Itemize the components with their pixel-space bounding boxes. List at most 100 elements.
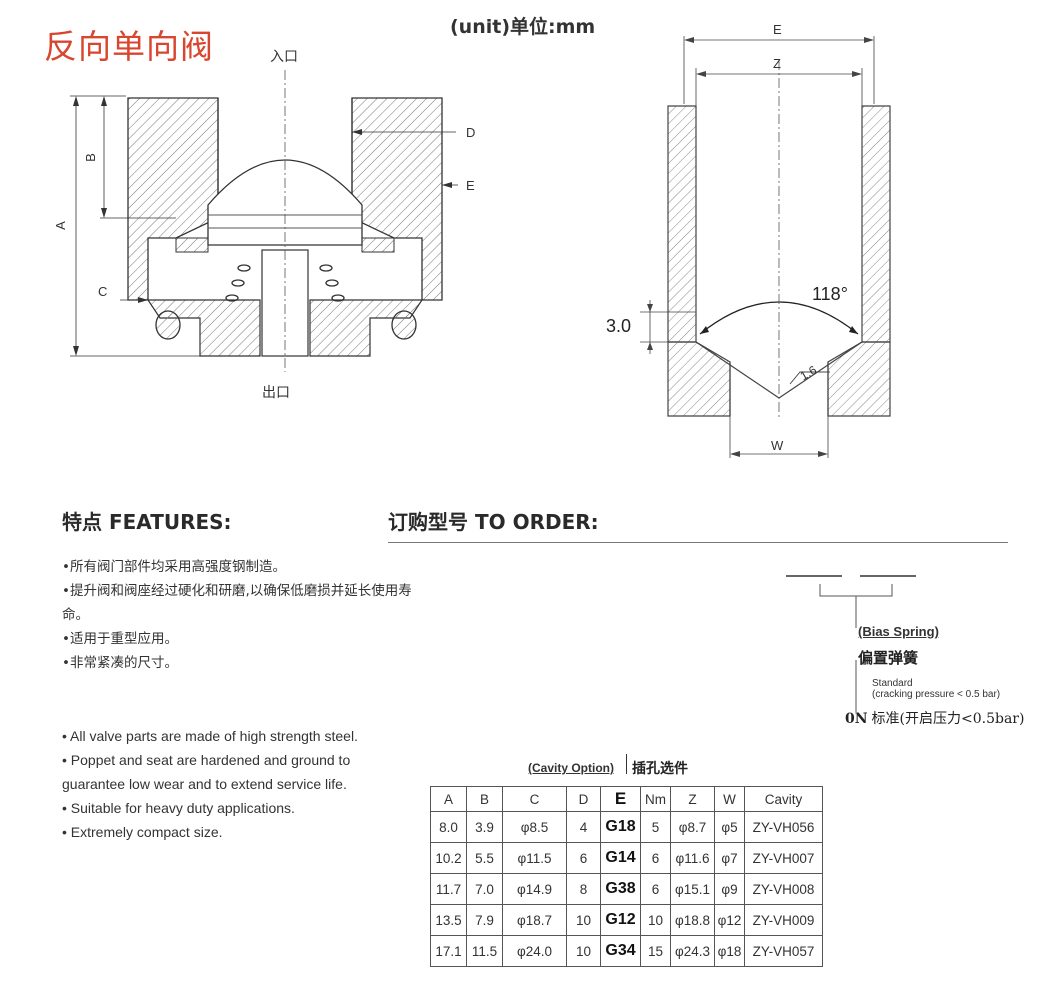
standard-pressure-label: (cracking pressure < 0.5 bar)	[872, 689, 1001, 700]
table-cell: φ7	[714, 842, 745, 874]
table-cell: φ24.3	[670, 935, 715, 967]
table-cell: 15	[640, 935, 671, 967]
cavity-dim-z-label: Z	[773, 56, 781, 71]
table-row: 8.0 3.9 φ8.5 4 G18 5 φ8.7 φ5 ZY-VH056	[430, 811, 823, 843]
table-cell: G34	[600, 935, 641, 967]
table-cell: G38	[600, 873, 641, 905]
features-list-cn: •所有阀门部件均采用高强度钢制造。 •提升阀和阀座经过硬化和研磨,以确保低磨损并…	[62, 555, 412, 675]
table-row: 17.1 11.5 φ24.0 10 G34 15 φ24.3 φ18 ZY-V…	[430, 935, 823, 967]
table-cell: ZY-VH057	[744, 935, 823, 967]
table-cell: φ11.6	[670, 842, 715, 874]
dim-e-label: E	[466, 178, 475, 193]
feature-item-en: • Poppet and seat are hardened and groun…	[62, 752, 351, 792]
cone-angle-label: 118°	[812, 284, 848, 304]
table-cell: G12	[600, 904, 641, 936]
feature-item-cn: •提升阀和阀座经过硬化和研磨,以确保低磨损并延长使用寿命。	[62, 583, 412, 623]
depth-label: 3.0	[606, 316, 632, 336]
table-cell: φ5	[714, 811, 745, 843]
table-row: 10.2 5.5 φ11.5 6 G14 6 φ11.6 φ7 ZY-VH007	[430, 842, 823, 874]
standard-code-desc: 标准(开启压力<0.5bar)	[871, 711, 1025, 727]
table-header: B	[466, 786, 503, 812]
table-row: 13.5 7.9 φ18.7 10 G12 10 φ18.8 φ12 ZY-VH…	[430, 904, 823, 936]
feature-item-cn: •适用于重型应用。	[62, 631, 178, 647]
table-cell: 7.0	[466, 873, 503, 905]
table-cell: 5	[640, 811, 671, 843]
table-header: E	[600, 786, 641, 812]
table-cell: φ9	[714, 873, 745, 905]
feature-item-cn: •所有阀门部件均采用高强度钢制造。	[62, 559, 286, 575]
dim-d-label: D	[466, 125, 476, 140]
table-header: C	[502, 786, 567, 812]
table-cell: G14	[600, 842, 641, 874]
page-title: 反向单向阀	[44, 27, 214, 66]
table-cell: φ8.5	[502, 811, 567, 843]
feature-item-en: • Suitable for heavy duty applications.	[62, 800, 295, 816]
bias-spring-label-cn: 偏置弹簧	[858, 649, 919, 667]
table-cell: 6	[640, 842, 671, 874]
table-cell: 6	[566, 842, 601, 874]
table-cell: ZY-VH008	[744, 873, 823, 905]
cavity-title-cn: 插孔选件	[632, 761, 688, 777]
table-cell: φ11.5	[502, 842, 567, 874]
bias-spring-label-en: (Bias Spring)	[858, 624, 939, 639]
cavity-dim-e-label: E	[773, 22, 782, 37]
feature-item-en: • All valve parts are made of high stren…	[62, 728, 358, 744]
feature-item-en: • Extremely compact size.	[62, 824, 223, 840]
order-title: 订购型号 TO ORDER:	[388, 510, 599, 534]
table-cell: 10	[640, 904, 671, 936]
dim-b-label: B	[82, 153, 98, 162]
table-cell: 13.5	[430, 904, 467, 936]
table-cell: 6	[640, 873, 671, 905]
cavity-title-divider	[626, 754, 627, 774]
table-cell: φ24.0	[502, 935, 567, 967]
dim-a-label: A	[52, 221, 68, 230]
standard-label: Standard	[872, 678, 913, 689]
table-cell: 8	[566, 873, 601, 905]
cavity-table: A B C D E Nm Z W Cavity 8.0 3.9 φ8.5 4 G…	[430, 786, 823, 967]
dim-c-label: C	[98, 284, 108, 299]
table-cell: 3.9	[466, 811, 503, 843]
order-code-bracket	[786, 575, 916, 628]
table-cell: φ18.7	[502, 904, 567, 936]
table-cell: φ8.7	[670, 811, 715, 843]
table-cell: 10	[566, 935, 601, 967]
table-header: Z	[670, 786, 715, 812]
cavity-title-en: (Cavity Option)	[528, 761, 614, 775]
table-header-row: A B C D E Nm Z W Cavity	[430, 786, 823, 812]
table-cell: 7.9	[466, 904, 503, 936]
table-cell: 10	[566, 904, 601, 936]
table-cell: φ15.1	[670, 873, 715, 905]
table-cell: 8.0	[430, 811, 467, 843]
table-cell: 17.1	[430, 935, 467, 967]
feature-item-cn: •非常紧凑的尺寸。	[62, 655, 178, 671]
table-cell: 11.5	[466, 935, 503, 967]
table-cell: φ18	[714, 935, 745, 967]
table-cell: 4	[566, 811, 601, 843]
cavity-drawing	[640, 36, 891, 458]
order-leader-line	[855, 660, 857, 712]
table-cell: 11.7	[430, 873, 467, 905]
table-row: 11.7 7.0 φ14.9 8 G38 6 φ15.1 φ9 ZY-VH008	[430, 873, 823, 905]
table-cell: 5.5	[466, 842, 503, 874]
inlet-label: 入口	[270, 49, 298, 65]
table-header: D	[566, 786, 601, 812]
table-header: W	[714, 786, 745, 812]
table-cell: ZY-VH007	[744, 842, 823, 874]
table-cell: G18	[600, 811, 641, 843]
features-title: 特点 FEATURES:	[62, 510, 232, 534]
table-cell: ZY-VH009	[744, 904, 823, 936]
table-header: Nm	[640, 786, 671, 812]
cavity-dim-w-label: W	[771, 438, 784, 453]
features-list-en: • All valve parts are made of high stren…	[62, 724, 412, 844]
standard-code: 0N	[845, 711, 868, 727]
order-divider	[388, 542, 1008, 543]
table-cell: φ18.8	[670, 904, 715, 936]
valve-section-drawing	[70, 70, 458, 372]
table-header: Cavity	[744, 786, 823, 812]
table-cell: ZY-VH056	[744, 811, 823, 843]
table-cell: φ12	[714, 904, 745, 936]
outlet-label: 出口	[262, 385, 290, 401]
table-cell: 10.2	[430, 842, 467, 874]
unit-label: (unit)单位:mm	[450, 16, 596, 38]
